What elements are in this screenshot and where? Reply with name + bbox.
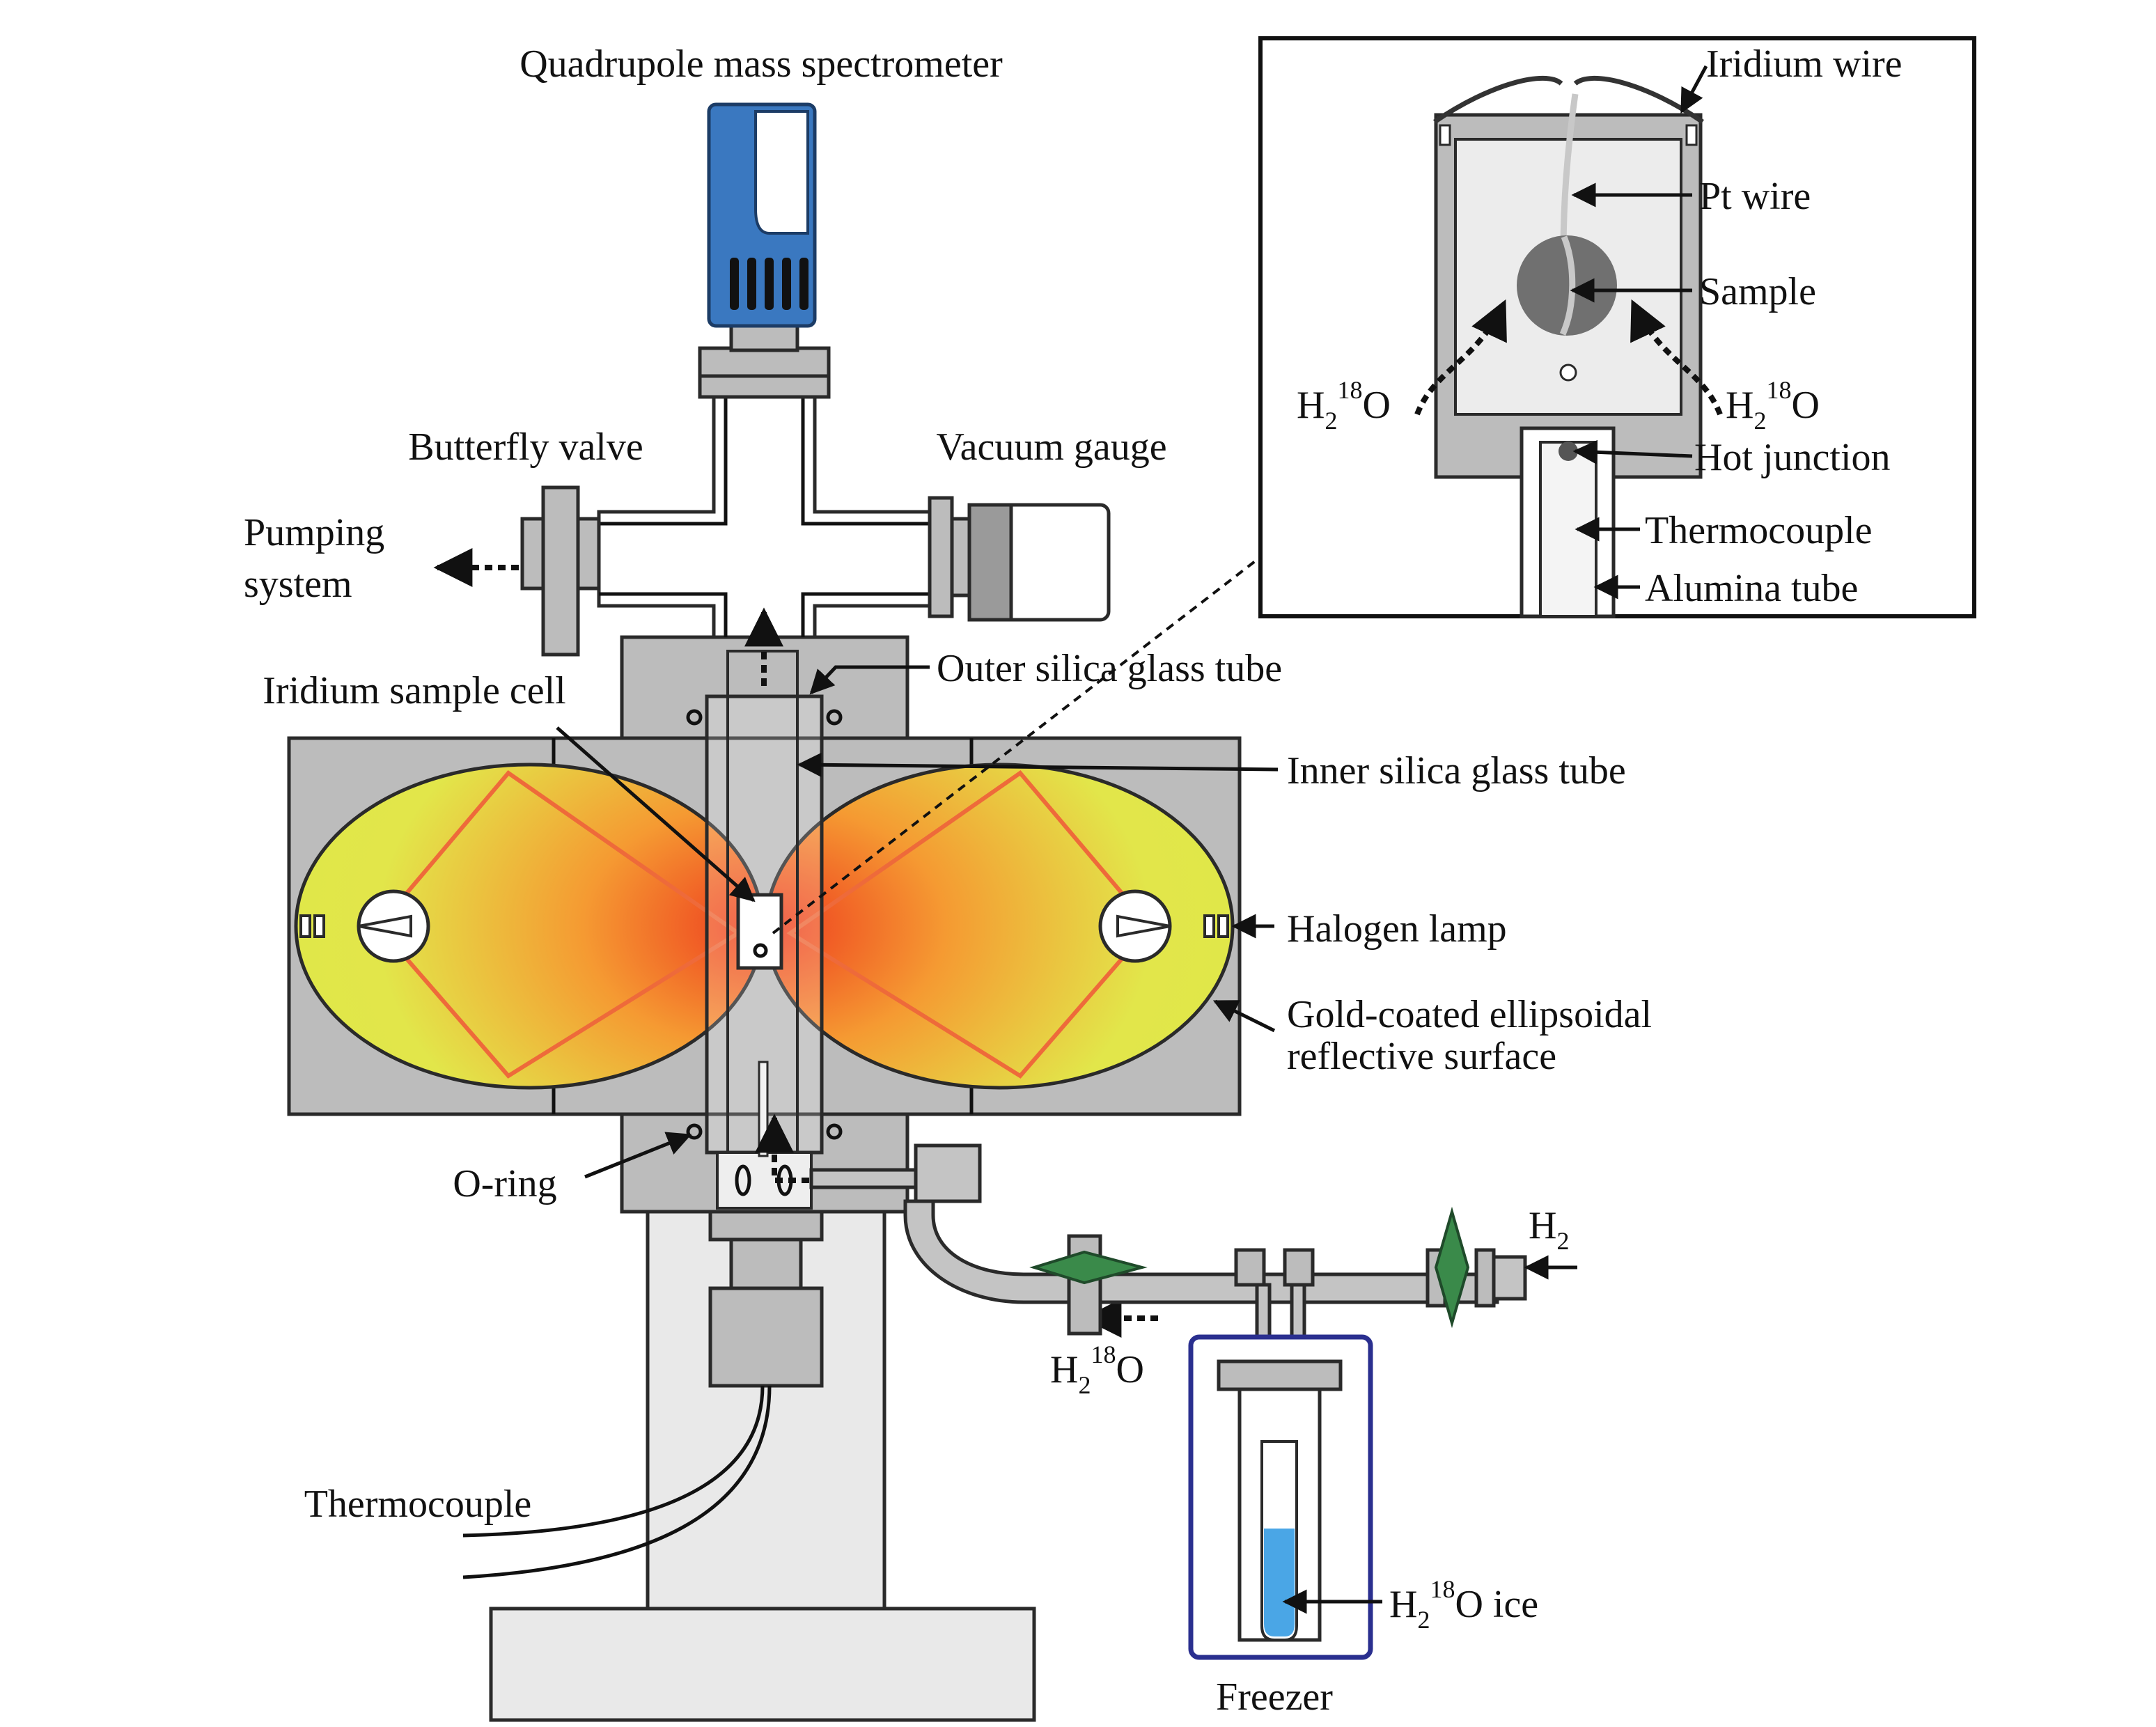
butterfly-valve <box>520 485 601 657</box>
label-pumping-line2: system <box>244 563 352 606</box>
label-inset-h2-18o-right: H218O <box>1726 376 1820 435</box>
qms-flange <box>698 322 831 399</box>
halogen-lamp-left <box>299 889 430 963</box>
gold-reflective-surface <box>294 763 1235 1090</box>
leader-lines <box>556 65 1708 1614</box>
label-outer-tube: Outer silica glass tube <box>937 647 1282 690</box>
o-rings <box>686 709 843 1140</box>
label-qms: Quadrupole mass spectrometer <box>520 42 1003 86</box>
label-inset-h2-18o-left: H218O <box>1297 376 1391 435</box>
label-iridium-cell: Iridium sample cell <box>263 669 565 712</box>
quadrupole-mass-spectrometer <box>707 102 817 328</box>
label-thermocouple: Thermocouple <box>304 1483 532 1526</box>
label-halogen-lamp: Halogen lamp <box>1287 907 1507 951</box>
lower-inlet-port <box>716 1151 813 1210</box>
label-freezer: Freezer <box>1216 1675 1333 1719</box>
vacuum-cross <box>597 395 932 639</box>
inset-connector <box>772 556 1262 935</box>
label-inset-thermocouple: Thermocouple <box>1645 509 1873 552</box>
freezer <box>1188 1334 1373 1660</box>
green-valve-left <box>1029 1250 1148 1285</box>
label-h2: H2 <box>1529 1204 1569 1255</box>
label-hot-junction: Hot junction <box>1694 436 1891 479</box>
label-pumping-line1: Pumping <box>244 511 384 554</box>
label-iridium-wire: Iridium wire <box>1706 42 1902 86</box>
label-sample: Sample <box>1699 270 1816 313</box>
label-butterfly-valve: Butterfly valve <box>408 425 643 469</box>
gas-inlet-line <box>809 1143 1527 1336</box>
label-h2-18o-ice: H218O ice <box>1389 1575 1538 1634</box>
label-inner-tube: Inner silica glass tube <box>1287 749 1626 792</box>
halogen-lamp-right <box>1098 889 1229 963</box>
label-vacuum-gauge: Vacuum gauge <box>936 425 1166 469</box>
vacuum-gauge <box>928 496 1111 622</box>
label-gold-surface-line2: reflective surface <box>1287 1035 1556 1078</box>
label-gold-surface-line1: Gold-coated ellipsoidal <box>1287 993 1652 1036</box>
green-valve-right <box>1434 1206 1470 1329</box>
label-o-ring: O-ring <box>453 1162 556 1205</box>
label-pt-wire: Pt wire <box>1699 175 1811 218</box>
label-h2-18o-flow: H218O <box>1050 1341 1144 1399</box>
label-alumina-tube: Alumina tube <box>1645 567 1858 610</box>
